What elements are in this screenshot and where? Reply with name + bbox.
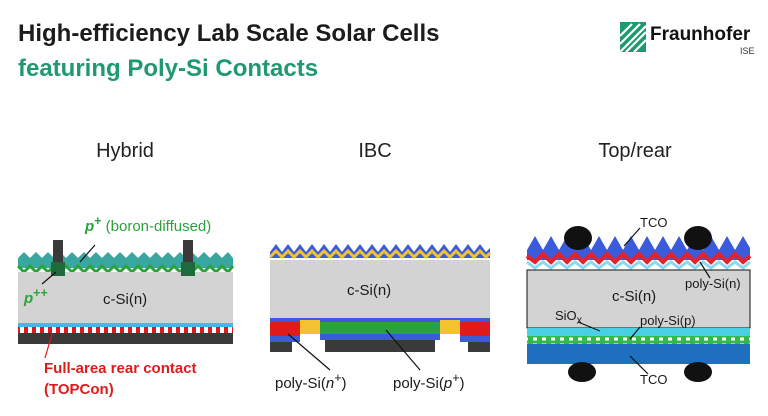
toprear-poly-n-pointer	[699, 261, 711, 279]
heading-ibc: IBC	[358, 140, 392, 162]
toprear-poly-p-pointer	[629, 326, 641, 340]
hybrid-ppp-pointer	[41, 271, 57, 285]
hybrid-rear-blue	[18, 323, 233, 327]
hybrid-ppp-label: p++	[24, 286, 48, 307]
ibc-left-cap	[270, 336, 300, 342]
hybrid-rear-metal	[18, 333, 233, 344]
ibc-gap-left	[300, 320, 320, 334]
title-line-2: featuring Poly-Si Contacts	[18, 55, 319, 82]
toprear-poly-p	[527, 336, 750, 344]
toprear-tco-top-pointer	[623, 227, 641, 247]
ibc-p-poly	[320, 322, 440, 334]
hybrid-cell	[16, 240, 235, 359]
hybrid-bulk-top	[18, 272, 233, 278]
toprear-siox-pointer	[577, 321, 601, 332]
ibc-right-cap	[460, 336, 490, 342]
ibc-bulk	[270, 260, 490, 320]
toprear-tco-top-label: TCO	[640, 215, 668, 230]
ibc-n-label: poly-Si(n+)	[275, 371, 347, 392]
ibc-metal-p	[325, 340, 435, 352]
fraunhofer-logo: Fraunhofer ISE	[620, 20, 760, 64]
title-line-1: High-efficiency Lab Scale Solar Cells	[18, 20, 440, 47]
toprear-bulk-label: c-Si(n)	[612, 288, 657, 305]
ibc-center-cap	[320, 334, 440, 340]
hybrid-bulk	[18, 278, 233, 323]
ibc-n-pointer	[287, 333, 331, 371]
toprear-tco-bottom-pointer	[629, 355, 649, 375]
hybrid-rear-contact-line1: Full-area rear contact	[44, 360, 197, 377]
toprear-poly-n-label: poly-Si(n)	[685, 276, 741, 291]
toprear-tco-bottom	[527, 344, 750, 364]
toprear-cyan-layer	[526, 260, 751, 270]
ibc-gap-right	[440, 320, 460, 334]
hybrid-ppp-right	[181, 262, 195, 276]
ibc-bulk-label: c-Si(n)	[347, 282, 392, 299]
hybrid-teal-texture	[18, 252, 233, 268]
toprear-bulk	[526, 269, 751, 329]
ibc-n-poly-right	[460, 322, 490, 336]
toprear-top-contact-left	[564, 226, 592, 250]
ibc-p-pointer	[385, 329, 421, 371]
ibc-metal-n-left	[270, 342, 292, 352]
hybrid-finger-right	[183, 240, 193, 264]
ibc-rear-passivation	[270, 318, 490, 322]
toprear-siox-label: SiOx	[555, 308, 583, 327]
hybrid-rear-contact-line2: (TOPCon)	[44, 381, 114, 398]
toprear-red-layer	[525, 251, 752, 265]
fraunhofer-logo-icon	[620, 22, 646, 52]
toprear-rear-contact-left	[568, 362, 596, 382]
toprear-top-contact-right	[684, 226, 712, 250]
hybrid-rear-poly	[18, 327, 233, 333]
toprear-rear-contact-right	[684, 362, 712, 382]
hybrid-finger-left	[53, 240, 63, 264]
ibc-p-label: poly-Si(p+)	[393, 371, 465, 392]
ibc-cell	[268, 244, 492, 371]
toprear-cell	[525, 226, 752, 382]
hybrid-rear-pointer	[44, 333, 53, 359]
heading-toprear: Top/rear	[598, 140, 672, 162]
logo-name: Fraunhofer	[650, 24, 751, 45]
heading-hybrid: Hybrid	[96, 140, 154, 162]
hybrid-pplus-pointer	[79, 244, 96, 263]
ibc-n-poly-left	[270, 322, 300, 336]
ibc-front-yellow	[268, 248, 492, 260]
logo-sub: ISE	[740, 46, 755, 56]
toprear-poly-p-label: poly-Si(p)	[640, 313, 696, 328]
ibc-metal-n-right	[468, 342, 490, 352]
toprear-siox	[527, 328, 750, 336]
toprear-tco-bottom-label: TCO	[640, 372, 668, 387]
hybrid-bulk-label: c-Si(n)	[103, 291, 148, 308]
hybrid-pplus-label: p+ (boron-diffused)	[85, 214, 212, 235]
